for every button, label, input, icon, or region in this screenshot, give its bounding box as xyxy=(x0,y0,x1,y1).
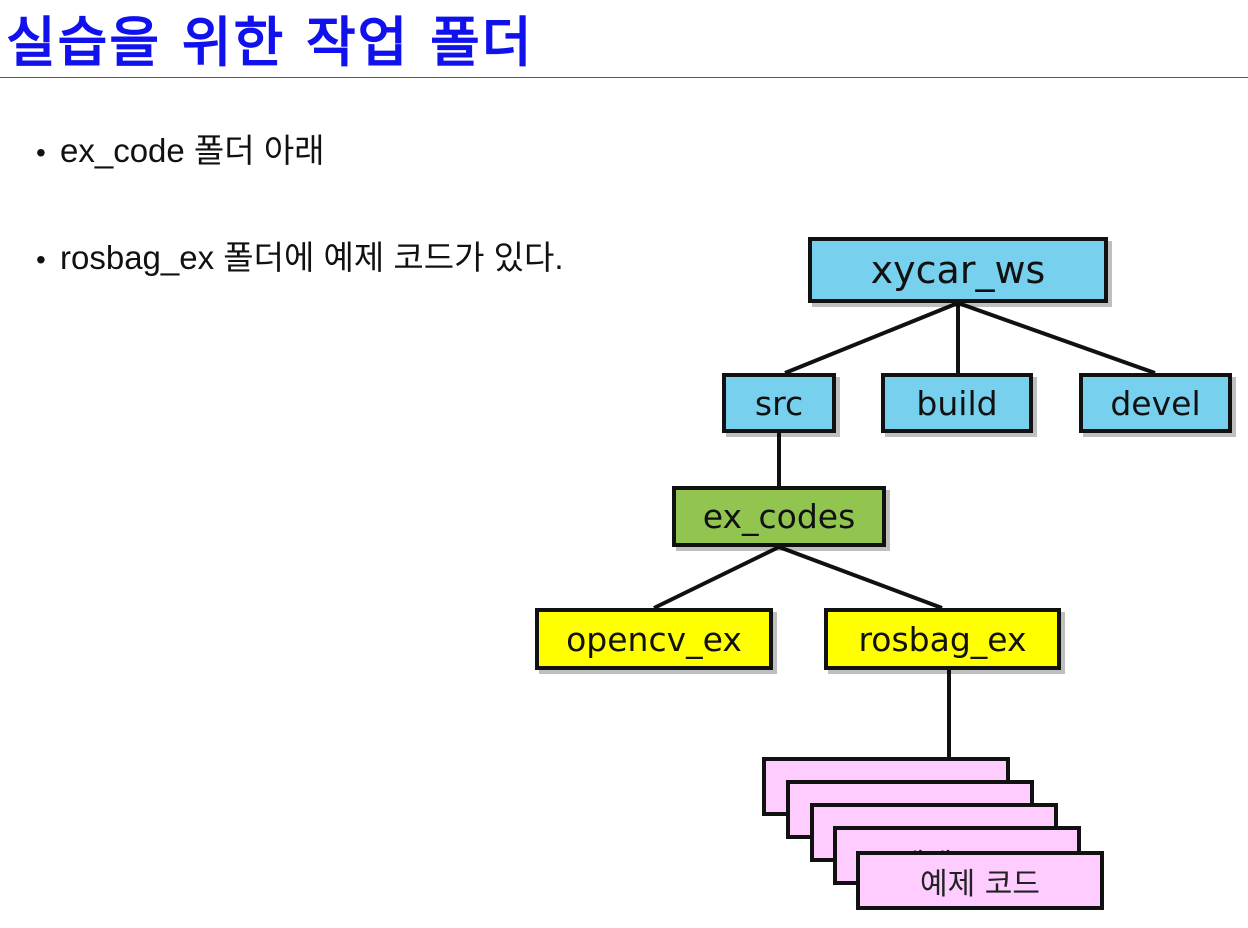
slide-title: 실습을 위한 작업 폴더 xyxy=(6,11,534,74)
connector-excodes-opencv xyxy=(653,545,780,610)
title-divider xyxy=(0,77,1248,78)
connector-root-src xyxy=(784,301,959,375)
code-file-card: 예제 코드 xyxy=(856,851,1104,910)
bullet-text: rosbag_ex 폴더에 예제 코드가 있다. xyxy=(60,239,564,276)
tree-node-devel: devel xyxy=(1079,373,1232,433)
tree-node-opencv-ex: opencv_ex xyxy=(535,608,773,670)
bullet-text: ex_code 폴더 아래 xyxy=(60,132,325,169)
tree-node-build: build xyxy=(881,373,1033,433)
bullet-dot-icon: • xyxy=(36,137,46,168)
tree-node-xycar-ws: xycar_ws xyxy=(808,237,1108,303)
bullet-item: • rosbag_ex 폴더에 예제 코드가 있다. xyxy=(36,231,564,279)
tree-node-src: src xyxy=(722,373,836,433)
code-file-label: 예제 코드 xyxy=(920,866,1040,902)
bullet-dot-icon: • xyxy=(36,244,46,275)
connector-root-devel xyxy=(957,301,1156,375)
tree-node-ex-codes: ex_codes xyxy=(672,486,886,547)
connector-excodes-rosbag xyxy=(778,545,943,610)
tree-node-rosbag-ex: rosbag_ex xyxy=(824,608,1061,670)
bullet-item: • ex_code 폴더 아래 xyxy=(36,124,325,172)
